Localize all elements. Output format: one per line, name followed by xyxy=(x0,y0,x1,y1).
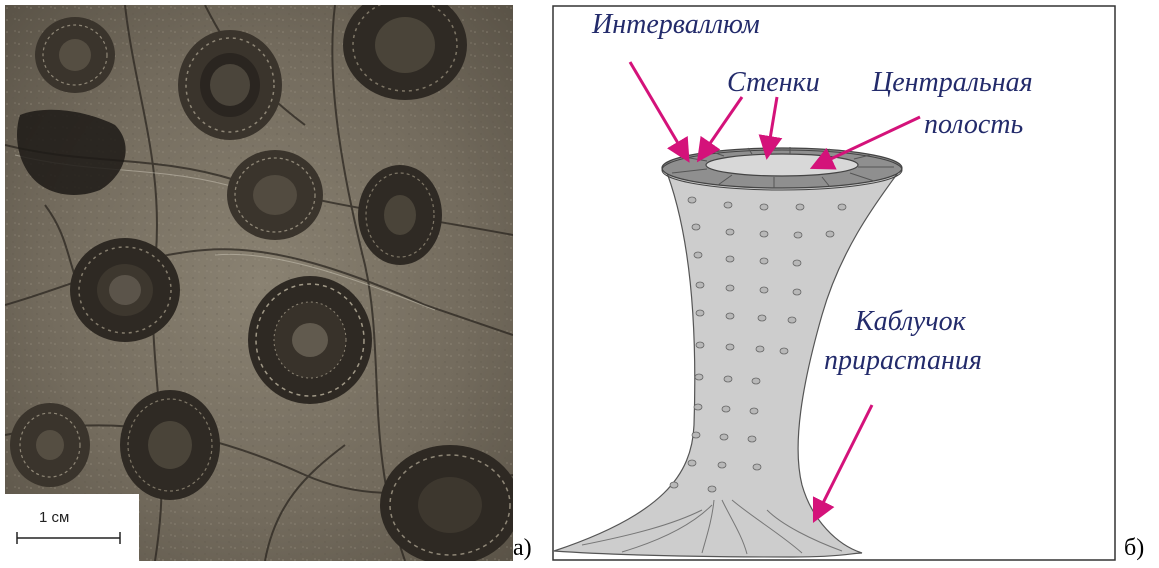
label-central-cavity-1: Центральная xyxy=(871,67,1033,98)
fossil-photo-panel: 1 см xyxy=(5,5,513,561)
label-central-cavity-2: полость xyxy=(924,109,1023,140)
panel-label-a: а) xyxy=(513,535,532,562)
scale-bar-box: 1 см xyxy=(5,494,139,561)
label-intervallum: Интерваллюм xyxy=(591,9,760,40)
fossil-photo xyxy=(5,5,513,561)
label-holdfast-2: прирастания xyxy=(824,345,982,376)
label-walls: Стенки xyxy=(727,67,820,98)
label-holdfast-1: Каблучок xyxy=(854,306,967,337)
archaeocyath-diagram: Интерваллюм Стенки Центральная полость К… xyxy=(552,5,1116,561)
scale-bar-line xyxy=(5,494,139,561)
archaeocyath-diagram-panel: Интерваллюм Стенки Центральная полость К… xyxy=(552,5,1116,561)
panel-label-b: б) xyxy=(1124,535,1144,562)
